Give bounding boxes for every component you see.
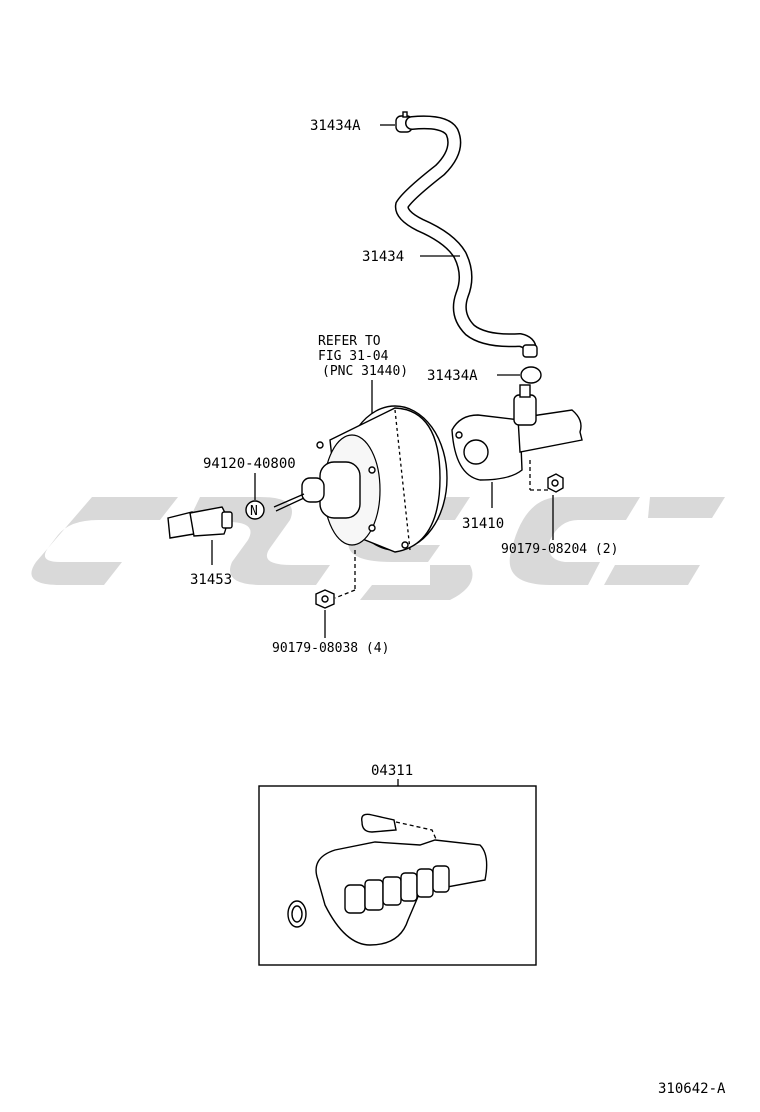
hose-clip-bottom[interactable]: 31434A (427, 366, 542, 384)
refer-line-2: FIG 31-04 (318, 349, 389, 364)
vacuum-hose[interactable]: 31434 (362, 115, 538, 358)
nut-90179-08204[interactable]: 90179-08204 (2) (501, 473, 618, 557)
label-hose-clip-top: 31434A (310, 118, 361, 134)
label-switch: 31453 (190, 572, 232, 588)
master-cylinder[interactable]: 31410 (451, 384, 583, 532)
refer-line-3: (PNC 31440) (322, 364, 408, 379)
gasket-symbol: N (250, 504, 258, 519)
figure-id: 310642-A (658, 1081, 726, 1097)
refer-note: REFER TO FIG 31-04 (PNC 31440) (318, 334, 408, 415)
gasket-94120[interactable]: 94120-40800 N (203, 456, 296, 520)
brake-booster[interactable] (273, 405, 448, 553)
label-gasket: 94120-40800 (203, 456, 296, 472)
label-hose-clip-bottom: 31434A (427, 368, 478, 384)
repair-kit-04311[interactable]: 04311 (258, 763, 537, 966)
label-nut-small: 90179-08204 (2) (501, 542, 618, 557)
label-master-cylinder: 31410 (462, 516, 504, 532)
label-hose: 31434 (362, 249, 404, 265)
switch-31453[interactable]: 31453 (167, 506, 233, 588)
piston-assembly (344, 865, 450, 914)
label-repair-kit: 04311 (371, 763, 413, 779)
label-nut-booster: 90179-08038 (4) (272, 641, 389, 656)
nut-90179-08038[interactable]: 90179-08038 (4) (272, 550, 389, 656)
hose-clip-top[interactable]: 31434A (310, 111, 413, 134)
refer-line-1: REFER TO (318, 334, 381, 349)
